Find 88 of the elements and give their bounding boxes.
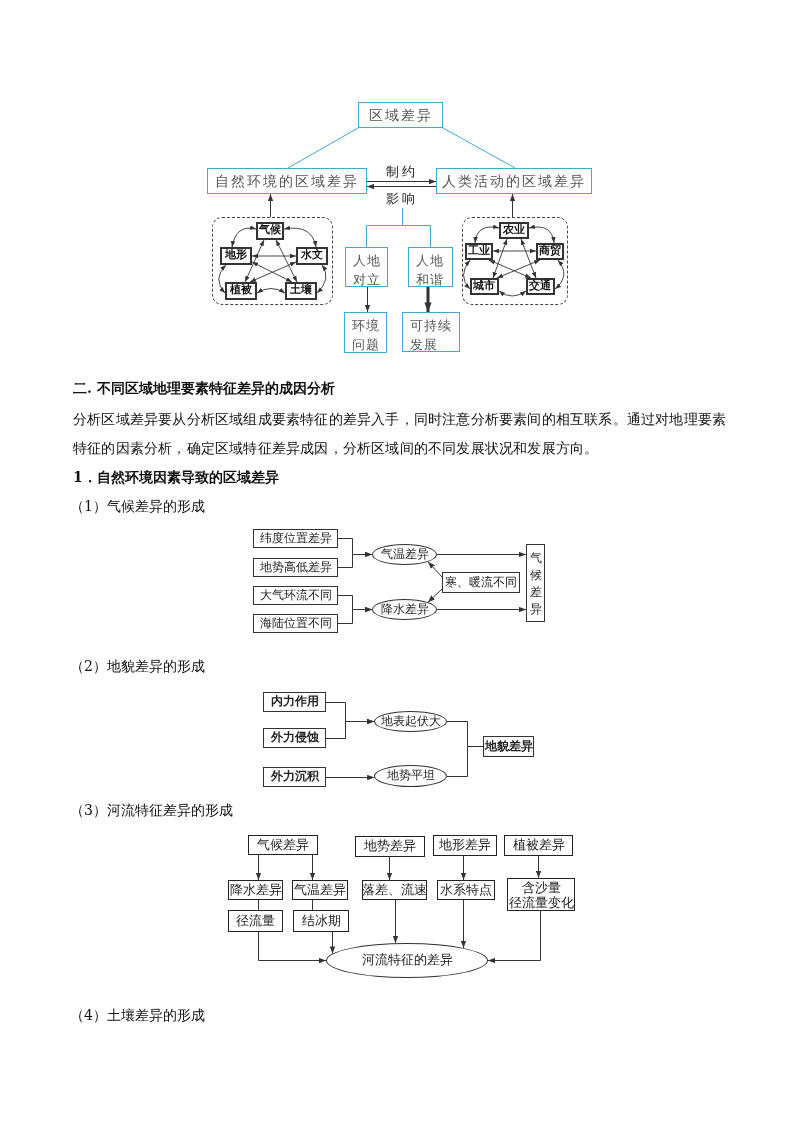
connector-arrow [487, 910, 541, 964]
subheading: （1）气候差异的形成 [70, 497, 206, 516]
subsection-heading: 1．自然环境因素导致的区域差异 [73, 468, 280, 487]
connector-arrow [427, 588, 443, 603]
connector-arrow [424, 287, 432, 312]
result-ellipse: 河流特征的差异 [326, 943, 488, 978]
factor-box: 地形差异 [433, 835, 497, 856]
connector-arrow [392, 899, 399, 944]
dashed-group-box [462, 217, 568, 305]
connector-arrow [267, 193, 274, 218]
connector-arrow [258, 931, 327, 964]
subheading: （4）土壤差异的形成 [70, 1006, 206, 1025]
connector-arrow [460, 899, 467, 949]
connector-arrow [509, 193, 516, 218]
element-box: 城市 [469, 277, 499, 295]
element-box: 工业 [464, 242, 493, 260]
connector-line [287, 127, 359, 169]
factor-box: 径流量 [228, 910, 283, 932]
connector-arrow [364, 286, 371, 313]
factor-ellipse: 地势平坦 [374, 765, 447, 787]
factor-ellipse: 降水差异 [372, 599, 437, 620]
concept-box: 人类活动的区域差异 [436, 168, 592, 194]
factor-box: 纬度位置差异 [253, 529, 338, 548]
factor-box: 内力作用 [263, 692, 326, 712]
connector-arrow [460, 855, 467, 881]
factor-box: 气温差异 [292, 880, 348, 900]
factor-box: 外力侵蚀 [263, 728, 326, 748]
connector-arrow [535, 855, 542, 879]
subheading: （3）河流特征差异的形成 [70, 801, 234, 820]
concept-box: 自然环境的区域差异 [207, 168, 367, 194]
concept-box: 区域差异 [358, 102, 443, 128]
connector-arrow [366, 183, 437, 190]
factor-box: 落差、流速 [362, 880, 427, 900]
concept-box: 人地和谐 [408, 247, 453, 287]
curved-arrow [231, 225, 257, 248]
element-box: 土壤 [284, 281, 317, 300]
dashed-group-box [212, 217, 333, 305]
connector-arrow [251, 253, 297, 259]
factor-box: 植被差异 [504, 835, 573, 856]
factor-ellipse: 气温差异 [372, 544, 437, 565]
result-box: 气候差异 [526, 544, 545, 622]
factor-box: 气候差异 [248, 835, 318, 855]
connector-arrow [255, 854, 262, 881]
connector-arrow [325, 718, 375, 739]
connector-arrow [366, 178, 437, 185]
element-box: 交通 [525, 277, 555, 295]
connector-line [446, 746, 484, 777]
factor-ellipse: 地表起伏大 [374, 711, 447, 732]
connector-line [258, 899, 259, 911]
connector-line [442, 127, 516, 169]
connector-arrow [427, 561, 443, 578]
body-paragraph: 分析区域差异要从分析区域组成要素特征的差异入手，同时注意分析要素间的相互联系。通过对地理要素特征的因素分析，确定区域特征差异成因，分析区域间的不同发展状况和发展方向。 [73, 410, 728, 458]
connector-line [312, 899, 313, 911]
connector-arrow [337, 551, 373, 568]
factor-box: 降水差异 [228, 880, 283, 900]
factor-box: 结冰期 [293, 910, 349, 932]
connector-arrow [337, 606, 373, 624]
element-box: 商贸 [535, 242, 564, 260]
connector-arrow [386, 856, 393, 881]
curved-arrow [473, 224, 500, 244]
section-heading: 二. 不同区域地理要素特征差异的成因分析 [73, 379, 336, 398]
factor-box: 水系特点 [437, 880, 495, 900]
connector-arrow [329, 931, 336, 955]
concept-box: 环境问题 [344, 312, 387, 353]
concept-box: 可持续发展 [402, 312, 460, 352]
factor-box: 外力沉积 [263, 767, 326, 787]
element-box: 农业 [498, 221, 529, 239]
element-box: 地形 [219, 246, 252, 265]
factor-box: 地势高低差异 [253, 558, 338, 577]
element-box: 水文 [295, 246, 328, 265]
subheading: （2）地貌差异的形成 [70, 657, 206, 676]
factor-box: 大气环流不同 [253, 586, 338, 605]
connector-arrow [436, 606, 527, 613]
element-box: 气候 [255, 221, 284, 240]
factor-box: 地貌差异 [483, 736, 534, 757]
connector-arrow [309, 854, 316, 881]
concept-box: 人地对立 [345, 247, 388, 287]
box-text: 径流量变化 [508, 894, 574, 910]
connector-arrow [436, 551, 527, 558]
box-text: 含沙量 [521, 879, 561, 895]
factor-box [507, 878, 575, 911]
connector-arrow [325, 774, 375, 781]
element-box: 植被 [224, 281, 257, 300]
factor-box: 地势差异 [355, 836, 425, 857]
connector-arrow [492, 248, 537, 254]
factor-box: 海陆位置不同 [253, 614, 338, 633]
factor-box: 寒、暖流不同 [442, 572, 520, 593]
connector-line [402, 207, 431, 248]
